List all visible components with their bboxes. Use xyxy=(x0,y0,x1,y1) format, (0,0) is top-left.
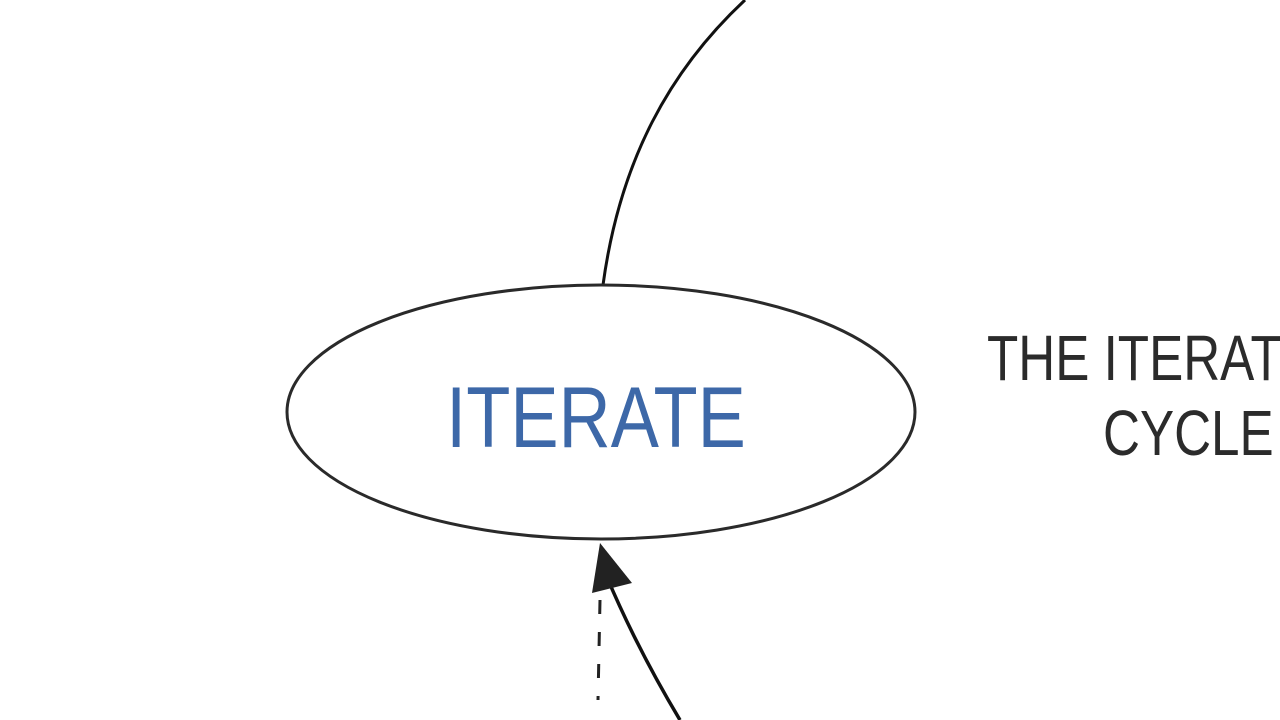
iterate-node xyxy=(285,283,917,541)
connector-bottom-curve xyxy=(604,574,682,720)
diagram-title-line1: THE ITERAT xyxy=(987,324,1280,395)
arrowhead-icon xyxy=(592,543,632,593)
iterate-node-label: ITERATE xyxy=(446,369,746,465)
diagram-title-line2: CYCLE xyxy=(1103,399,1274,470)
dashed-connector xyxy=(596,599,602,701)
connector-top-curve xyxy=(601,0,747,286)
